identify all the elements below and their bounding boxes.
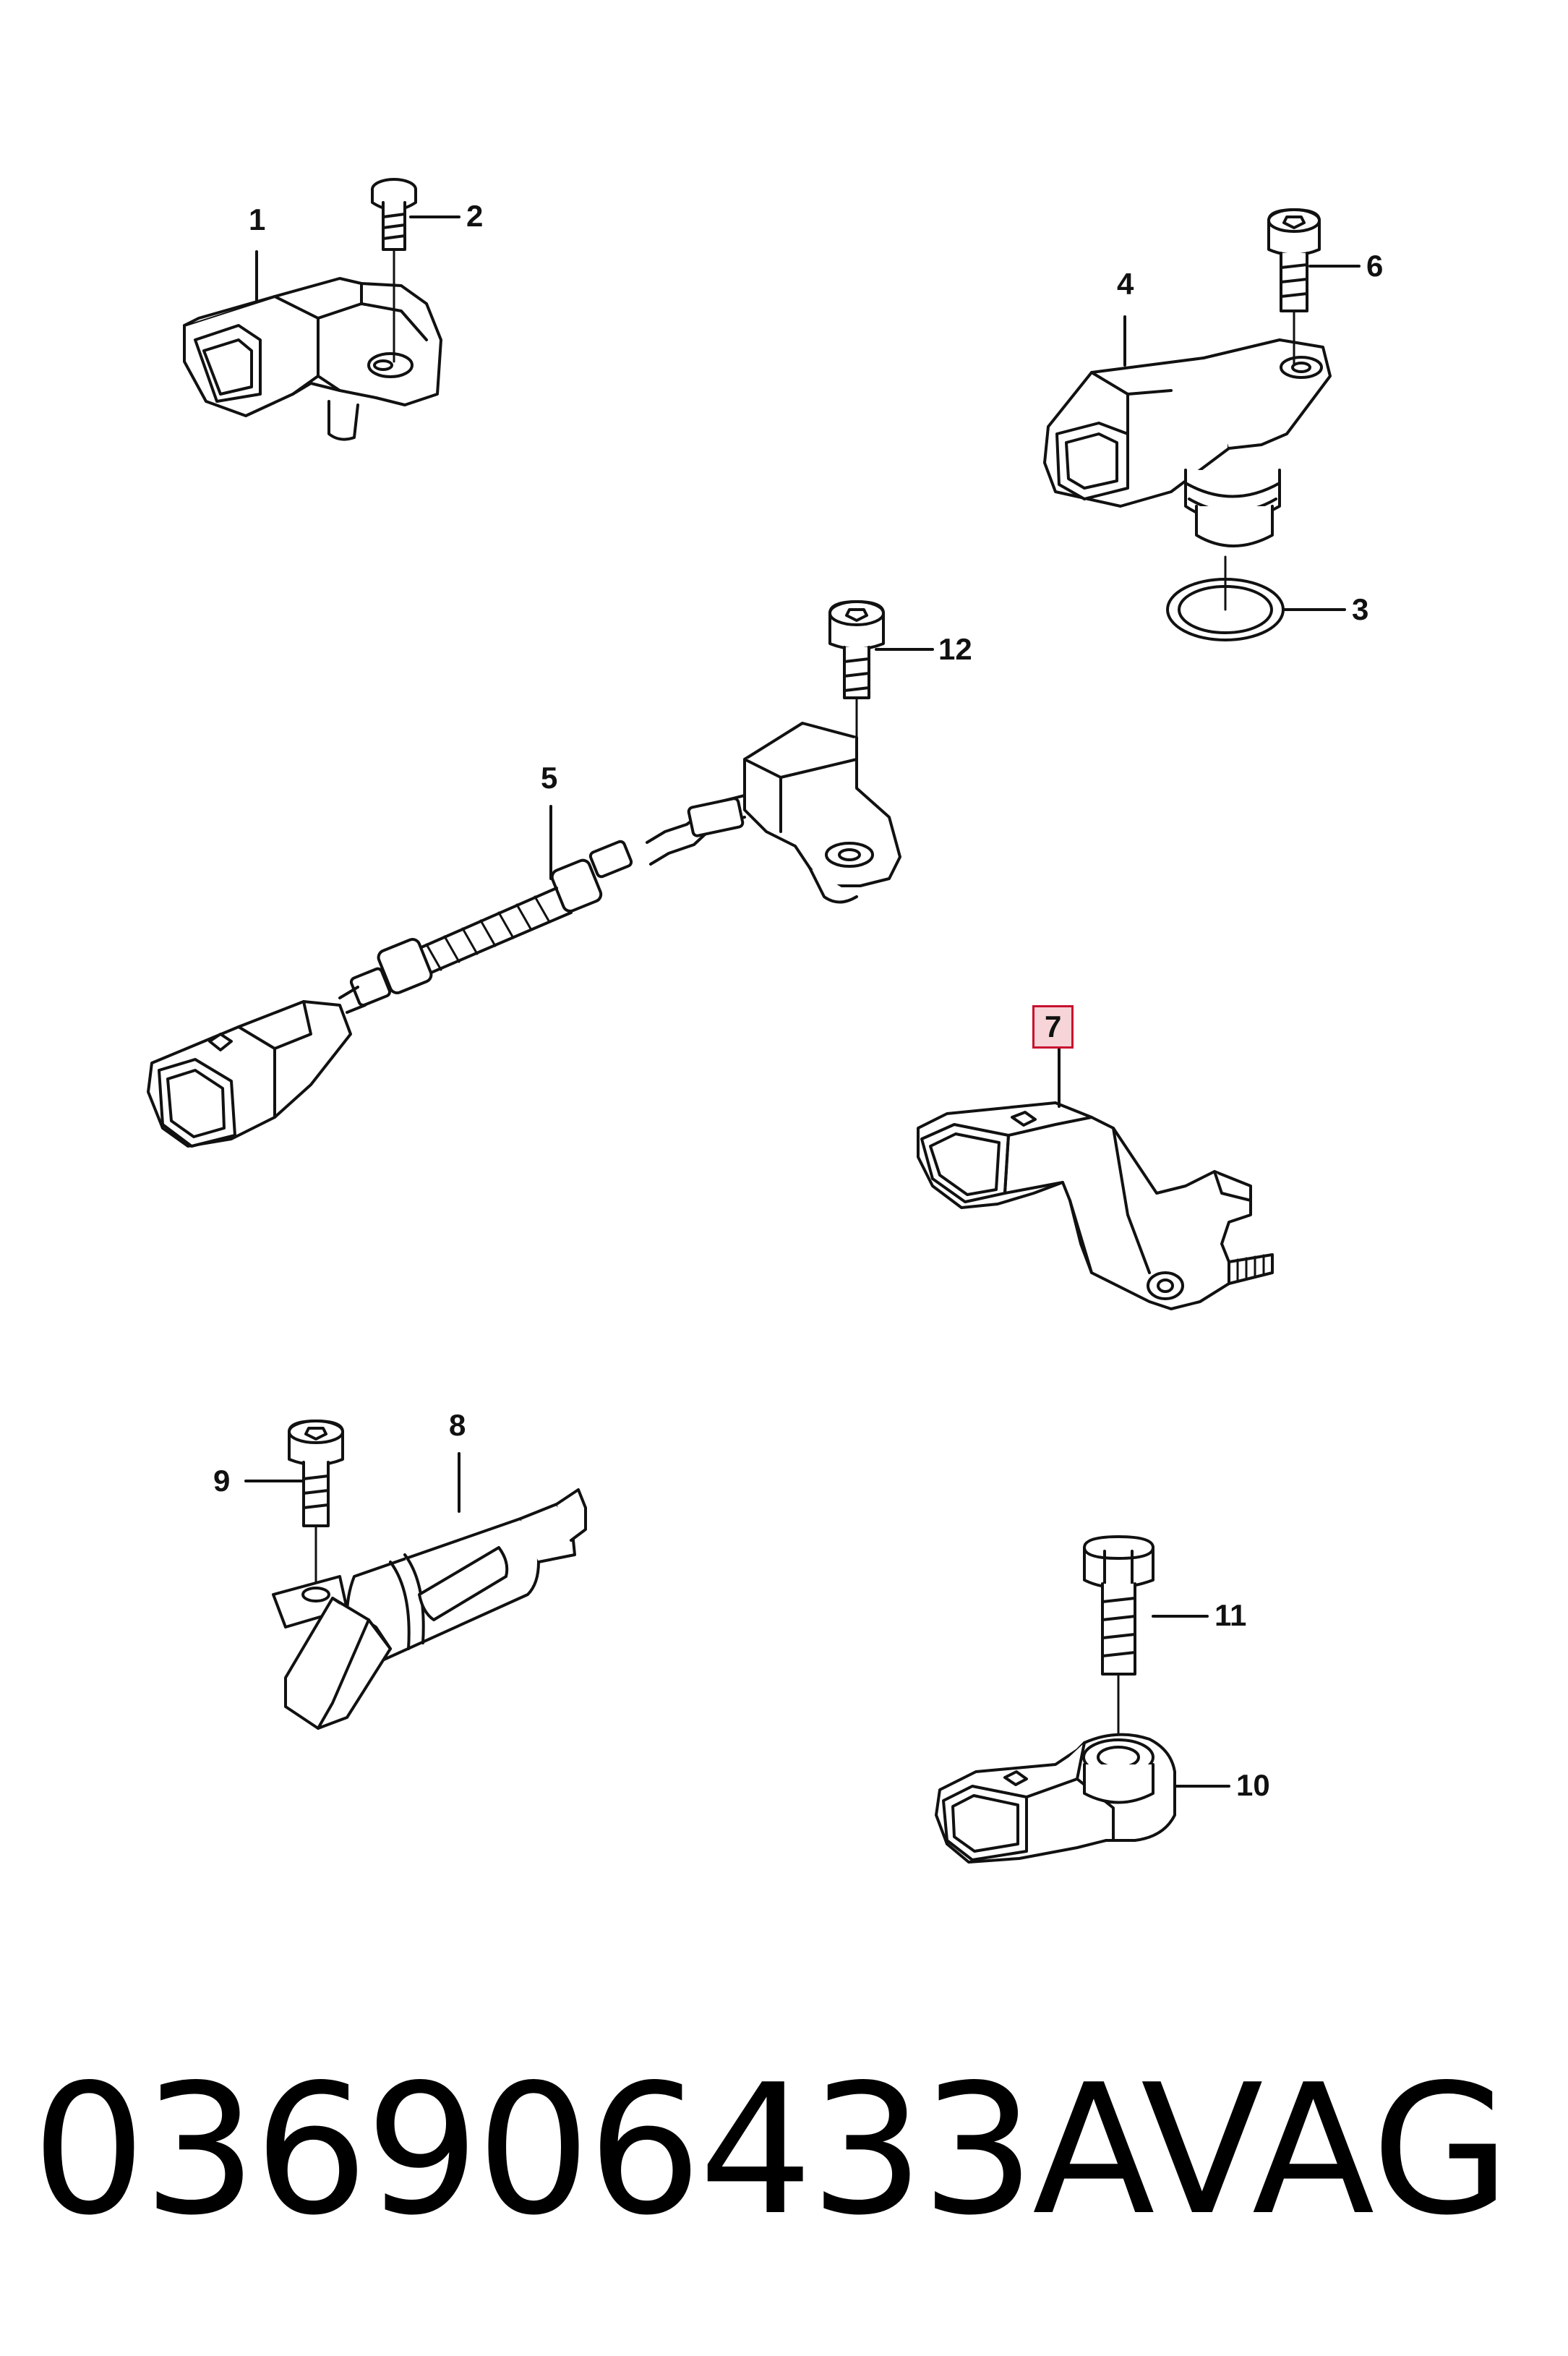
brand-name: VAG bbox=[1141, 2046, 1511, 2255]
callout-11: 11 bbox=[1214, 1598, 1247, 1632]
part-10-sensor bbox=[935, 1733, 1176, 1864]
part-6-bolt bbox=[1267, 208, 1321, 312]
callout-8: 8 bbox=[449, 1408, 466, 1442]
callout-10: 10 bbox=[1236, 1768, 1270, 1802]
callout-1: 1 bbox=[249, 202, 266, 236]
callout-2: 2 bbox=[466, 199, 484, 233]
part-4-sensor bbox=[1043, 338, 1332, 547]
callout-3: 3 bbox=[1352, 592, 1369, 626]
callout-5: 5 bbox=[541, 761, 558, 795]
callout-12: 12 bbox=[938, 632, 972, 666]
part-number: 036906433A bbox=[32, 2046, 1155, 2255]
part-9-bolt bbox=[288, 1420, 344, 1527]
part-2-bolt bbox=[371, 178, 417, 251]
part-8-sensor bbox=[272, 1488, 587, 1730]
part-11-bolt bbox=[1083, 1535, 1154, 1676]
part-12-bolt bbox=[828, 600, 885, 699]
callout-9: 9 bbox=[213, 1464, 231, 1498]
callout-4: 4 bbox=[1117, 267, 1134, 301]
part-5-sensor-harness bbox=[147, 722, 901, 1148]
callout-6: 6 bbox=[1366, 249, 1384, 283]
part-1-sensor bbox=[183, 277, 442, 441]
part-7-sensor bbox=[917, 1101, 1274, 1310]
callout-7-highlighted: 7 bbox=[1032, 1005, 1074, 1049]
